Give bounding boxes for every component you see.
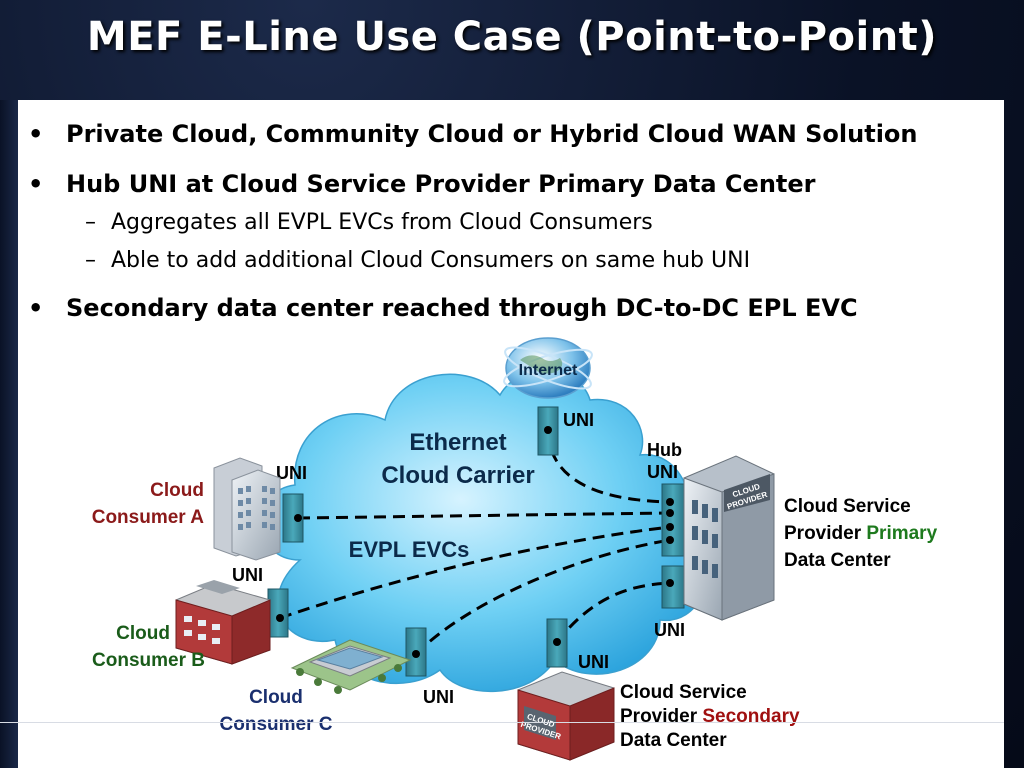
uni-internet bbox=[537, 406, 559, 456]
uni-label-primary-epl: UNI bbox=[654, 620, 685, 640]
epl-line-secondary bbox=[555, 581, 671, 643]
evc-lines bbox=[279, 431, 671, 656]
uni-consumer-a bbox=[282, 493, 304, 543]
evc-line-consumer-b bbox=[279, 525, 671, 620]
uni-primary-epl bbox=[661, 565, 685, 609]
primary-label-line3: Data Center bbox=[784, 550, 891, 571]
evc-label: EVPL EVCs bbox=[349, 537, 470, 562]
secondary-label-provider: Provider bbox=[620, 706, 702, 727]
consumer-c-label-line1: Cloud bbox=[249, 687, 303, 708]
secondary-label-line2: Provider Secondary bbox=[620, 706, 800, 727]
bullet-secondary-dc: Secondary data center reached through DC… bbox=[28, 294, 858, 322]
consumer-c-building-icon bbox=[290, 639, 412, 694]
uni-label-consumer-c: UNI bbox=[423, 687, 454, 707]
secondary-label-accent: Secondary bbox=[702, 706, 800, 727]
evc-line-consumer-c bbox=[414, 538, 671, 656]
consumer-a-label-line1: Cloud bbox=[150, 480, 204, 501]
left-edge-strip bbox=[0, 100, 18, 768]
evc-line-internet bbox=[546, 431, 671, 504]
primary-label-line1: Cloud Service bbox=[784, 496, 911, 517]
uni-consumer-b bbox=[267, 588, 289, 638]
secondary-label-line3: Data Center bbox=[620, 730, 727, 751]
secondary-datacenter-building-icon bbox=[517, 671, 615, 761]
subbullet-aggregates: Aggregates all EVPL EVCs from Cloud Cons… bbox=[85, 210, 653, 235]
uni-hub bbox=[661, 483, 685, 557]
consumer-a-building-icon bbox=[213, 457, 281, 561]
uni-label-consumer-a: UNI bbox=[276, 463, 307, 483]
bullet-private-cloud: Private Cloud, Community Cloud or Hybrid… bbox=[28, 120, 917, 148]
footer-divider bbox=[0, 722, 1004, 723]
consumer-c-label-line2: Consumer C bbox=[220, 714, 333, 735]
uni-label-internet: UNI bbox=[563, 410, 594, 430]
hub-uni-label: UNI bbox=[647, 462, 678, 482]
secondary-label-line1: Cloud Service bbox=[620, 682, 747, 703]
uni-label-secondary: UNI bbox=[578, 652, 609, 672]
primary-label-provider: Provider bbox=[784, 523, 866, 544]
consumer-b-building-icon bbox=[175, 580, 271, 665]
bullet-hub-uni: Hub UNI at Cloud Service Provider Primar… bbox=[28, 170, 815, 198]
consumer-b-label-line2: Consumer B bbox=[92, 650, 205, 671]
cloud-label-carrier: Cloud Carrier bbox=[381, 462, 534, 489]
primary-datacenter-building-icon bbox=[683, 455, 775, 621]
consumer-a-label-line2: Consumer A bbox=[92, 507, 205, 528]
uni-consumer-c bbox=[405, 627, 427, 677]
primary-label-line2: Provider Primary bbox=[784, 523, 938, 544]
hub-label: Hub bbox=[647, 440, 682, 460]
subbullet-add-consumers: Able to add additional Cloud Consumers o… bbox=[85, 248, 750, 273]
internet-label: Internet bbox=[519, 362, 578, 379]
uni-secondary bbox=[546, 618, 568, 668]
cloud-label-ethernet: Ethernet bbox=[409, 429, 506, 456]
uni-label-consumer-b: UNI bbox=[232, 565, 263, 585]
internet-globe-icon bbox=[503, 337, 593, 399]
consumer-b-label-line1: Cloud bbox=[116, 623, 170, 644]
slide-title: MEF E-Line Use Case (Point-to-Point) bbox=[86, 14, 938, 60]
primary-label-accent: Primary bbox=[866, 523, 937, 544]
evc-line-consumer-a bbox=[297, 511, 671, 520]
